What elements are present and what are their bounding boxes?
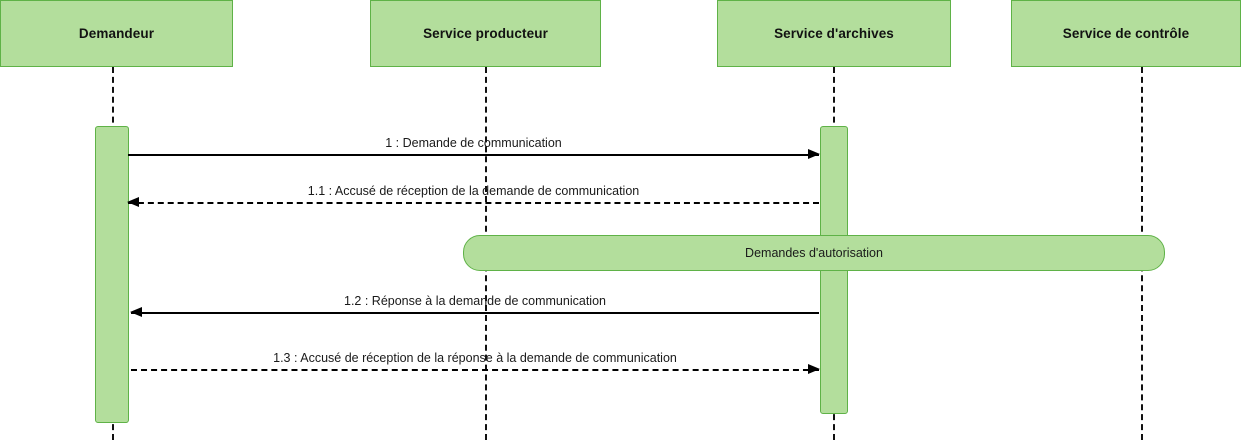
lifeline-header-service-archives[interactable]: Service d'archives — [717, 0, 951, 67]
message-line — [131, 369, 819, 371]
lifeline-header-label: Demandeur — [78, 26, 155, 41]
message-line — [128, 154, 819, 156]
lifeline-header-service-producteur[interactable]: Service producteur — [370, 0, 601, 67]
activation-bar-demandeur[interactable] — [95, 126, 129, 423]
message-label: 1.3 : Accusé de réception de la réponse … — [273, 351, 677, 365]
lifeline-header-label: Service d'archives — [774, 26, 894, 41]
fragment-label: Demandes d'autorisation — [745, 246, 883, 260]
message-label: 1.2 : Réponse à la demande de communicat… — [344, 294, 606, 308]
arrowhead-right-icon — [808, 149, 820, 159]
arrowhead-left-icon — [127, 197, 139, 207]
lifeline-header-service-controle[interactable]: Service de contrôle — [1011, 0, 1241, 67]
message-label: 1.1 : Accusé de réception de la demande … — [307, 184, 640, 198]
arrowhead-left-icon — [130, 307, 142, 317]
message-label: 1 : Demande de communication — [385, 136, 562, 150]
lifeline-head-label: Service de contrôle — [1062, 26, 1190, 41]
lifeline-header-label: Service producteur — [423, 26, 548, 41]
fragment-demandes-autorisation[interactable]: Demandes d'autorisation — [463, 235, 1165, 271]
lifeline-header-demandeur[interactable]: Demandeur — [0, 0, 233, 67]
message-line — [131, 312, 819, 314]
arrowhead-right-icon — [808, 364, 820, 374]
message-line — [128, 202, 819, 204]
